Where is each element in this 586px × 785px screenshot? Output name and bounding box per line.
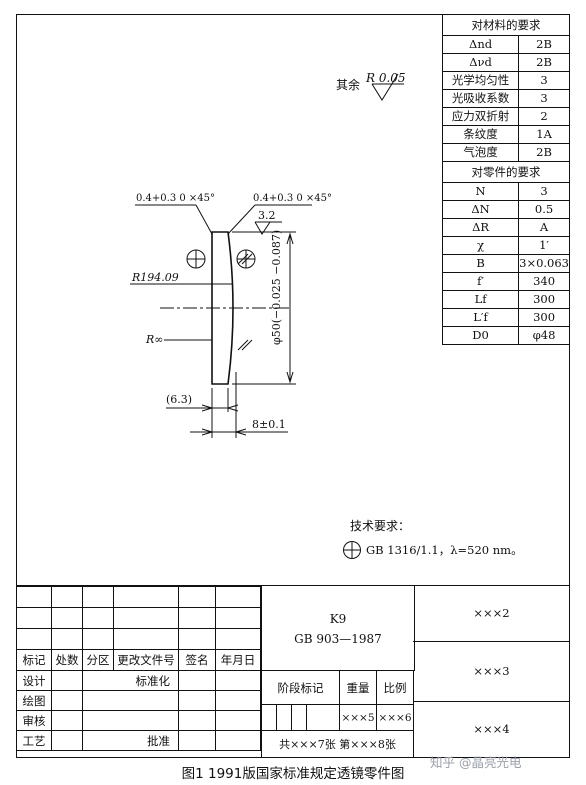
lens-outline [211, 231, 234, 385]
req-value: 2B [518, 35, 570, 54]
req-param: 光学均匀性 [441, 71, 520, 90]
material-req-title: 对材料的要求 [442, 14, 570, 36]
req-param: Δνd [441, 53, 520, 72]
req-value: 2 [518, 107, 570, 126]
req-value: 3 [518, 89, 570, 108]
remainder-label: 其余 [336, 77, 360, 92]
code-4: ×××4 [473, 722, 510, 736]
remainder-roughness: R 0.05 [365, 71, 406, 85]
weight-label: 重量 [339, 670, 377, 705]
code-2: ×××2 [413, 586, 570, 642]
roughness-mark [254, 221, 271, 235]
req-param: 应力双折射 [441, 107, 520, 126]
req-value: 3 [518, 182, 570, 201]
req-param: f′ [441, 272, 520, 291]
req-param: 条纹度 [441, 125, 520, 144]
req-value: 340 [518, 272, 570, 291]
tech-title: 技术要求： [350, 519, 410, 533]
title-block: 标记处数分区更改文件号签名年月日 设计 标准化 绘图 审核 工艺 批准 K9 GB … [16, 585, 570, 759]
req-param: B [441, 254, 520, 273]
req-value: φ48 [518, 326, 570, 345]
role-process: 工艺 [16, 730, 52, 751]
revision-header: 签名 [178, 649, 216, 671]
edge-thickness-label: (6.3) [166, 393, 192, 406]
approve-label: 批准 [82, 730, 179, 751]
revision-header: 分区 [82, 649, 114, 671]
role-draw: 绘图 [16, 690, 52, 711]
req-value: 1′ [518, 236, 570, 255]
diameter-label: φ50(−0.025 −0.087) [270, 230, 283, 345]
center-thickness-label: 8±0.1 [252, 418, 286, 431]
req-param: ΔN [441, 200, 520, 219]
req-row: f′340 [441, 272, 570, 291]
chamfer-right-text: 0.4+0.3 0 ×45° [253, 193, 332, 204]
part-req-title: 对零件的要求 [442, 161, 570, 183]
hatch-mark [241, 339, 253, 351]
code-3: ×××3 [413, 641, 570, 702]
weight-value: ×××5 [339, 704, 377, 731]
scale-value: ×××6 [376, 704, 414, 731]
revision-header: 更改文件号 [113, 649, 179, 671]
req-value: 2B [518, 143, 570, 162]
req-value: 2B [518, 53, 570, 72]
req-param: L′f [441, 308, 520, 327]
req-value: 3×0.063 [518, 254, 570, 273]
material-name: K9 [329, 612, 347, 626]
revision-table: 标记处数分区更改文件号签名年月日 设计 标准化 绘图 审核 工艺 批准 [16, 586, 261, 751]
req-param: D0 [441, 326, 520, 345]
req-param: χ [441, 236, 520, 255]
stage-mark-label: 阶段标记 [261, 670, 340, 705]
drawing-frame [16, 14, 570, 758]
revision-header: 标记 [16, 649, 52, 671]
watermark: 知乎 @晶亮光电 [430, 755, 522, 770]
req-param: Lf [441, 290, 520, 309]
role-review: 审核 [16, 710, 52, 731]
material-standard: GB 903—1987 [294, 632, 382, 646]
req-value: 300 [518, 308, 570, 327]
figure-caption: 图1 1991版国家标准规定透镜零件图 [181, 766, 405, 782]
roughness-value: 3.2 [258, 209, 276, 222]
req-value: 3 [518, 71, 570, 90]
req-param: N [441, 182, 520, 201]
req-value: A [518, 218, 570, 237]
flat-radius-label: R∞ [145, 333, 163, 346]
radius-label: R194.09 [131, 271, 179, 284]
standardize-label: 标准化 [82, 670, 179, 691]
tech-note: GB 1316/1.1，λ=520 nm。 [366, 543, 523, 557]
revision-header: 年月日 [215, 649, 261, 671]
sheets-label: 共×××7张 第×××8张 [261, 730, 414, 758]
scale-label: 比例 [376, 670, 414, 705]
role-design: 设计 [16, 670, 52, 691]
req-value: 1A [518, 125, 570, 144]
req-value: 300 [518, 290, 570, 309]
hatch-mark [237, 339, 249, 351]
remainder-roughness-mark [371, 73, 399, 101]
lens-drawing: 其余 R 0.05 0.4+0.3 0 ×45° 0.4+0.3 0 ×45° … [130, 71, 523, 559]
req-param: 光吸收系数 [441, 89, 520, 108]
req-value: 0.5 [518, 200, 570, 219]
chamfer-left-text: 0.4+0.3 0 ×45° [136, 193, 215, 204]
material-cell: K9 GB 903—1987 [261, 586, 415, 671]
req-param: ΔR [441, 218, 520, 237]
req-param: 气泡度 [441, 143, 520, 162]
req-param: Δnd [441, 35, 520, 54]
stage-table: 阶段标记重量比例 ×××5×××6 共×××7张 第×××8张 [261, 670, 414, 758]
revision-header: 处数 [51, 649, 83, 671]
